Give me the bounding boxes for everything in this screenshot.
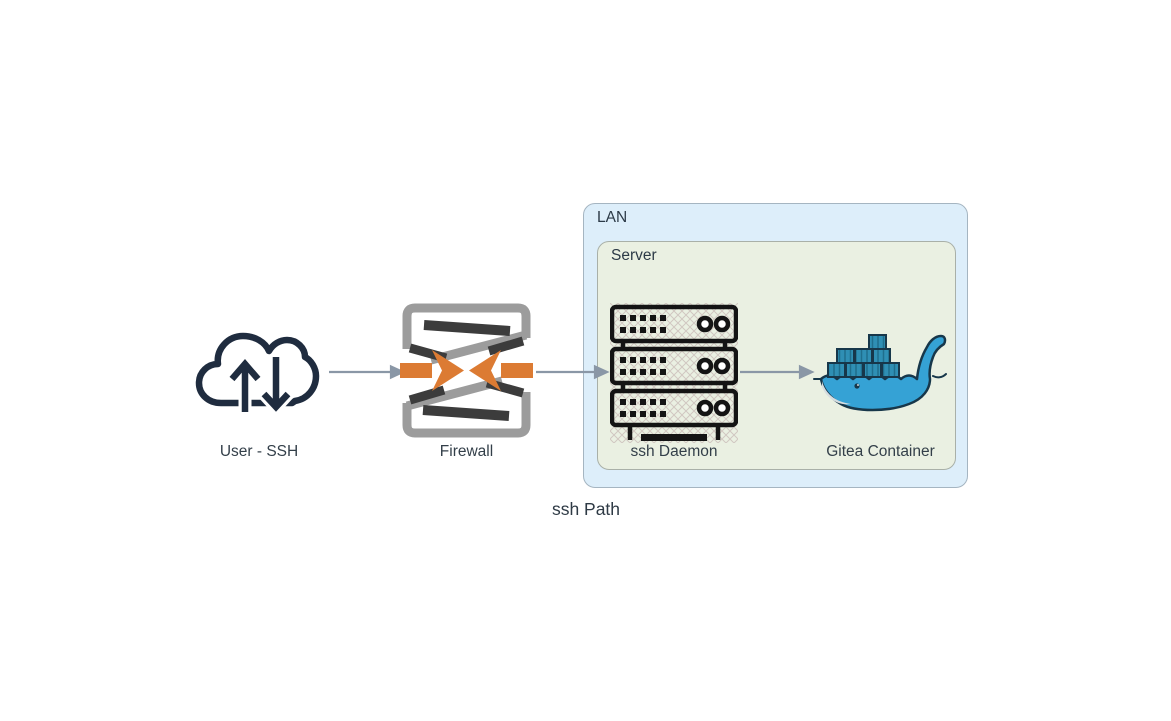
ssh-daemon-label: ssh Daemon xyxy=(630,443,718,460)
server-rack-icon xyxy=(610,303,738,443)
cloud-upload-download-icon xyxy=(195,327,323,415)
docker-whale-icon xyxy=(813,323,948,415)
firewall-icon xyxy=(400,302,533,439)
server-group-label: Server xyxy=(611,247,657,264)
user-ssh-label: User - SSH xyxy=(219,443,299,460)
gitea-container-label: Gitea Container xyxy=(826,443,935,460)
lan-group-label: LAN xyxy=(597,209,628,226)
firewall-label: Firewall xyxy=(439,443,494,460)
diagram-title: ssh Path xyxy=(551,499,621,519)
